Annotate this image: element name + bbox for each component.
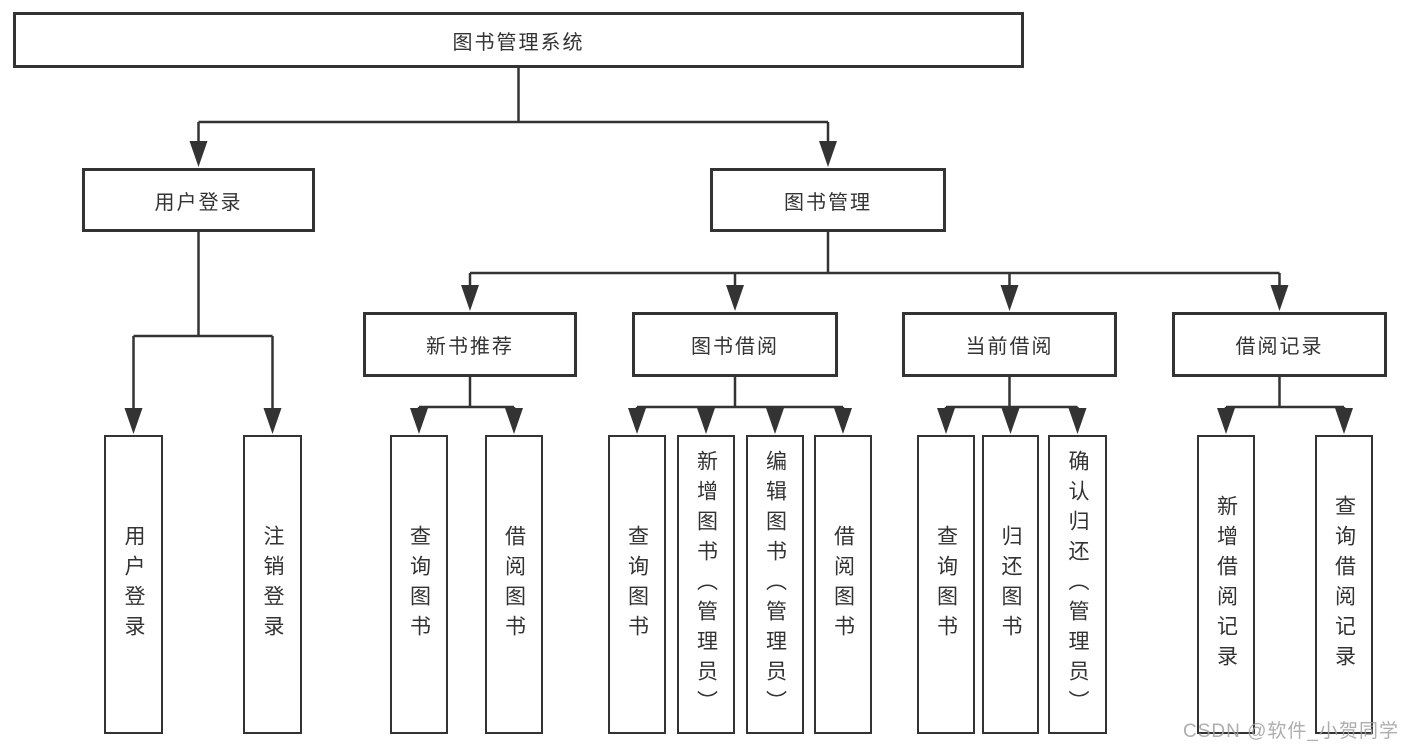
- leaf-label: 查询图书: [407, 524, 431, 645]
- leaf-borrow-books-borrow: 借阅图书: [814, 435, 872, 734]
- leaf-query-borrow-record: 查询借阅记录: [1315, 435, 1373, 734]
- node-label: 用户登录: [154, 191, 243, 214]
- leaf-add-book-admin: 新增图书（管理员）: [677, 435, 735, 734]
- node-user-login: 用户登录: [82, 168, 315, 232]
- node-library-management-system: 图书管理系统: [13, 12, 1024, 68]
- leaf-add-borrow-record: 新增借阅记录: [1197, 435, 1255, 734]
- leaf-user-login: 用户登录: [104, 435, 163, 734]
- node-new-book-recommend: 新书推荐: [363, 312, 577, 377]
- csdn-watermark: CSDN @软件_小贺同学: [1183, 721, 1399, 742]
- node-book-borrow: 图书借阅: [632, 312, 838, 377]
- arrowhead-icons: [124, 141, 1353, 434]
- leaf-label: 新增图书（管理员）: [694, 449, 718, 720]
- node-label: 借阅记录: [1235, 336, 1324, 358]
- leaf-label: 查询图书: [934, 524, 958, 645]
- leaf-label: 借阅图书: [831, 524, 855, 645]
- leaf-label: 查询借阅记录: [1332, 494, 1356, 675]
- node-label: 当前借阅: [965, 336, 1054, 358]
- leaf-edit-book-admin: 编辑图书（管理员）: [746, 435, 804, 734]
- leaf-label: 注销登录: [261, 524, 284, 645]
- node-borrow-records: 借阅记录: [1172, 312, 1387, 377]
- leaf-query-books-recommend: 查询图书: [390, 435, 448, 734]
- node-current-borrow: 当前借阅: [902, 312, 1117, 377]
- leaf-label: 新增借阅记录: [1214, 494, 1238, 675]
- leaf-label: 编辑图书（管理员）: [763, 449, 787, 720]
- leaf-label: 用户登录: [122, 524, 145, 645]
- node-label: 图书借阅: [691, 336, 779, 358]
- leaf-borrow-books-recommend: 借阅图书: [485, 435, 543, 734]
- leaf-confirm-return-admin: 确认归还（管理员）: [1048, 435, 1107, 734]
- leaf-label: 确认归还（管理员）: [1066, 449, 1089, 720]
- leaf-query-books-borrow: 查询图书: [608, 435, 666, 734]
- leaf-logout: 注销登录: [243, 435, 302, 734]
- leaf-return-books: 归还图书: [982, 435, 1039, 734]
- node-book-management: 图书管理: [710, 168, 946, 232]
- leaf-label: 借阅图书: [502, 524, 526, 645]
- node-label: 图书管理: [784, 191, 872, 214]
- node-label: 新书推荐: [426, 336, 514, 358]
- leaf-label: 归还图书: [999, 524, 1022, 645]
- leaf-query-books-current: 查询图书: [917, 435, 975, 734]
- node-label: 图书管理系统: [452, 31, 585, 54]
- leaf-label: 查询图书: [625, 524, 649, 645]
